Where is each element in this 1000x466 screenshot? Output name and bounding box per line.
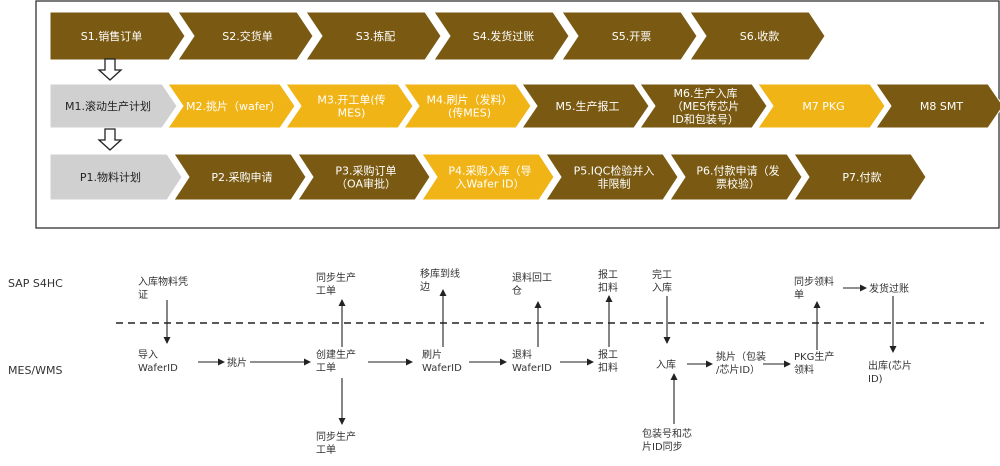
chevron-manufacturing-6: [639, 83, 768, 129]
chevron-label-manufacturing-1: M1.滚动生产计划: [65, 99, 151, 113]
lane-label-sap: SAP S4HC: [8, 277, 63, 290]
chevron-label-purchasing-4: P4.采购入库（导入Wafer ID）: [448, 164, 531, 191]
chevron-label-purchasing-2: P2.采购申请: [211, 170, 272, 184]
chevron-label-sales-4: S4.发货过账: [473, 29, 534, 43]
node-mes-pick-package: 挑片（包装/芯片ID）: [716, 350, 766, 376]
node-sap-transfer: 移库到线边: [420, 267, 460, 293]
node-sap-ship: 发货过账: [869, 282, 909, 295]
chevron-manufacturing-5: [521, 83, 650, 129]
process-panel-frame: [35, 0, 1000, 229]
chevron-label-sales-1: S1.销售订单: [81, 29, 142, 43]
chevron-purchasing-4: [421, 153, 555, 201]
node-mes-report: 报工扣料: [598, 348, 618, 374]
chevron-purchasing-5: [545, 153, 679, 201]
chevron-sales-4: [433, 11, 570, 61]
chevron-manufacturing-2: [167, 83, 296, 129]
flow-arrows: [163, 284, 897, 425]
chevron-manufacturing-1: [49, 83, 178, 129]
down-arrow-icon: [97, 128, 123, 151]
chevron-label-purchasing-1: P1.物料计划: [80, 170, 141, 184]
node-mes-pkg-issue: PKG生产领料: [794, 350, 834, 376]
chevron-manufacturing-8: [875, 83, 1000, 129]
chevron-purchasing-1: [49, 153, 183, 201]
chevron-label-manufacturing-2: M2.挑片（wafer）: [186, 99, 281, 113]
sales-process-row: S1.销售订单 S2.交货单 S3.拣配 S4.发货过账 S5.开票 S6.收款: [49, 11, 826, 61]
chevron-purchasing-6: [669, 153, 803, 201]
lane-label-mes: MES/WMS: [8, 364, 62, 377]
chevron-sales-2: [177, 11, 314, 61]
node-mes-pick: 挑片: [227, 356, 247, 369]
down-arrow-icon: [97, 58, 123, 81]
chevron-label-purchasing-3: P3.采购订单（OA审批）: [335, 164, 396, 191]
chevron-label-sales-5: S5.开票: [612, 30, 651, 43]
chevron-label-manufacturing-5: M5.生产报工: [556, 99, 620, 113]
chevron-label-sales-2: S2.交货单: [222, 29, 272, 43]
node-sap-return: 退料回工仓: [512, 271, 552, 297]
node-mes-create-work-order: 创建生产工单: [316, 348, 356, 374]
chevron-label-purchasing-6: P6.付款申请（发票校验）: [696, 164, 779, 191]
chevron-label-purchasing-7: P7.付款: [842, 170, 881, 184]
chevron-label-manufacturing-8: M8 SMT: [920, 100, 963, 113]
chevron-label-sales-6: S6.收款: [740, 29, 779, 43]
chevron-sales-3: [305, 11, 442, 61]
node-sap-sync-work-order: 同步生产工单: [316, 271, 356, 297]
chevron-manufacturing-7: [757, 83, 886, 129]
chevron-label-manufacturing-4: M4.刷片（发料）(传MES): [427, 93, 513, 120]
node-sap-report: 报工扣料: [598, 268, 618, 294]
chevron-purchasing-3: [297, 153, 431, 201]
node-sync-work-order-external: 同步生产工单: [316, 430, 356, 456]
chevron-sales-1: [49, 11, 186, 61]
node-sap-sync-requisition: 同步领料单: [794, 275, 834, 301]
chevron-label-sales-3: S3.拣配: [356, 29, 395, 43]
node-mes-inbound: 入库: [656, 358, 676, 371]
chevron-manufacturing-3: [285, 83, 414, 129]
chevron-label-manufacturing-7: M7 PKG: [802, 100, 844, 113]
chevron-sales-6: [689, 11, 826, 61]
chevron-purchasing-2: [173, 153, 307, 201]
node-package-chip-sync: 包装号和芯片ID同步: [642, 427, 692, 453]
chevron-purchasing-7: [793, 153, 927, 201]
chevron-manufacturing-4: [403, 83, 532, 129]
chevron-sales-5: [561, 11, 698, 61]
purchasing-process-row: P1.物料计划 P2.采购申请 P3.采购订单（OA审批） P4.采购入库（导入Waf…: [49, 153, 927, 201]
chevron-label-purchasing-5: P5.IQC检验并入非限制: [574, 164, 655, 191]
node-sap-receipt: 入库物料凭证: [138, 275, 188, 301]
node-sap-finish: 完工入库: [652, 268, 672, 294]
